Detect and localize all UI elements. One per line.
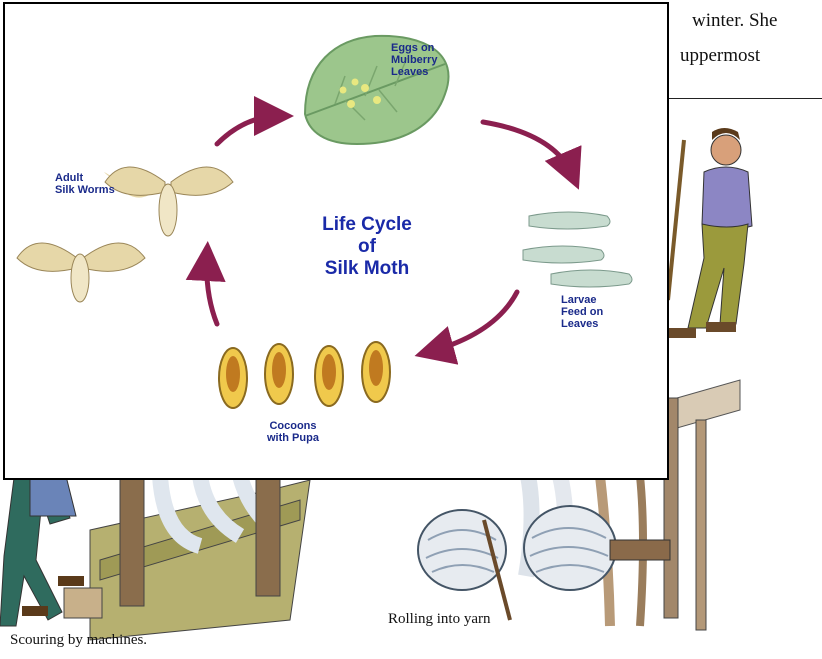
caption-rolling-yarn: Rolling into yarn [388, 611, 491, 628]
larva-icon [523, 212, 632, 287]
background-divider [666, 98, 822, 99]
worker-figure-right [664, 128, 752, 338]
moth-icon [17, 167, 233, 302]
background-text-line-2: uppermost [680, 45, 760, 67]
arrow-adult-to-eggs [217, 116, 279, 144]
caption-scouring: Scouring by machines. [10, 632, 147, 649]
arrow-larvae-to-cocoons [429, 292, 517, 352]
cocoon-icon [219, 342, 390, 408]
label-eggs: Eggs on Mulberry Leaves [391, 42, 437, 78]
label-larvae: Larvae Feed on Leaves [561, 294, 603, 330]
arrow-eggs-to-larvae [483, 122, 573, 176]
arrow-cocoons-to-adult [207, 256, 217, 324]
label-cocoons: Cocoons with Pupa [267, 420, 319, 444]
background-text-line-1: winter. She [692, 10, 778, 32]
label-adult: Adult Silk Worms [55, 172, 115, 196]
life-cycle-diagram: Eggs on Mulberry Leaves Larvae Feed on L… [3, 2, 669, 480]
diagram-title: Life Cycle of Silk Moth [297, 214, 437, 280]
scouring-machine [64, 476, 310, 640]
